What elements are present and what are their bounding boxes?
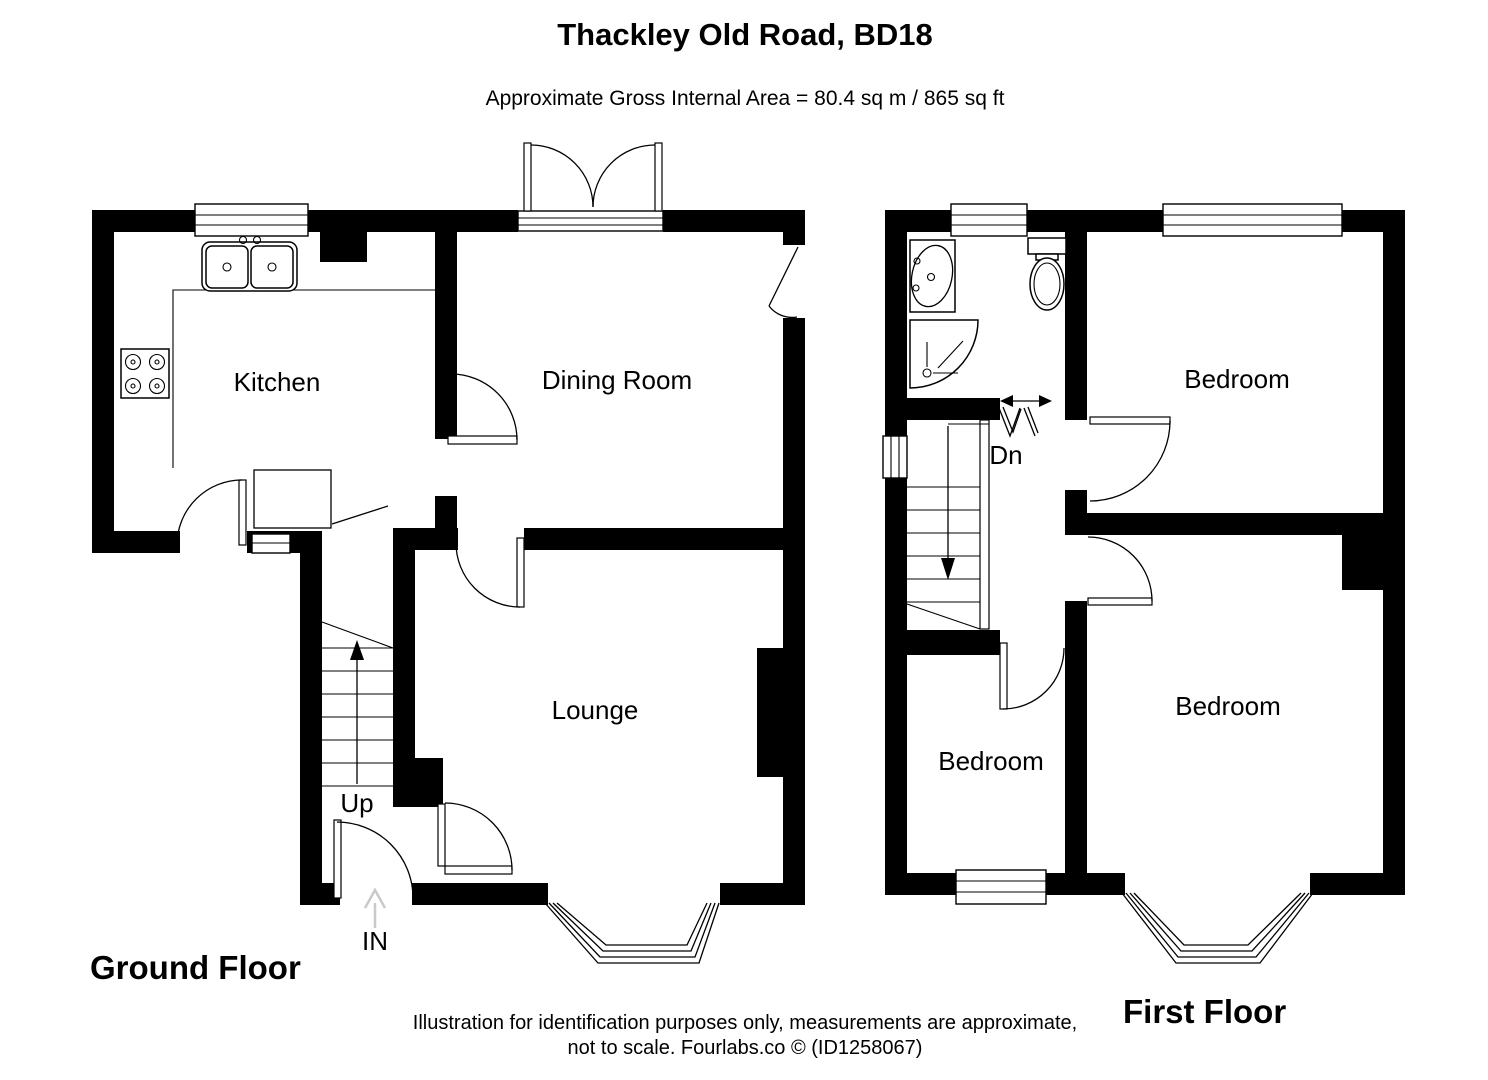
kitchen-side-window xyxy=(251,533,291,554)
cupboard xyxy=(253,469,389,529)
bedroom-small-label: Bedroom xyxy=(938,746,1044,776)
kitchen-window xyxy=(194,203,309,237)
stairs-down xyxy=(906,419,990,630)
first-floor-plan: Bedroom Dn Bedroom Bedroom First Floor xyxy=(882,203,1405,1030)
bedroom-front-label: Bedroom xyxy=(1184,364,1290,394)
bathroom-basin xyxy=(909,239,956,313)
first-floor-title: First Floor xyxy=(1123,993,1286,1030)
bifold-door xyxy=(998,395,1052,438)
dining-side-door xyxy=(768,246,799,319)
bedroom-small-window xyxy=(955,869,1047,905)
kitchen-door xyxy=(176,479,247,546)
bedroom-back-label: Bedroom xyxy=(1175,691,1281,721)
lounge-top-door xyxy=(455,537,525,608)
bedroom-bay-window xyxy=(1121,892,1314,964)
french-doors xyxy=(517,142,664,232)
kitchen-sink xyxy=(201,235,298,292)
lounge-label: Lounge xyxy=(552,695,639,725)
page-title: Thackley Old Road, BD18 xyxy=(557,17,933,52)
stairs-down-label: Dn xyxy=(989,440,1022,470)
footer-disclaimer-line2: not to scale. Fourlabs.co © (ID1258067) xyxy=(568,1037,923,1059)
bedroom-back-door xyxy=(1087,536,1153,606)
bathroom-window xyxy=(950,203,1028,237)
footer-disclaimer-line1: Illustration for identification purposes… xyxy=(413,1012,1077,1034)
stairs-up xyxy=(321,621,394,787)
hall-lounge-door xyxy=(437,802,513,875)
bedroom-front-window xyxy=(1162,203,1343,237)
ground-floor-plan: Kitchen Dining Room Lounge Up IN Ground … xyxy=(90,142,805,986)
first-floor-walls xyxy=(885,210,1405,895)
entrance-arrow-icon xyxy=(363,887,387,928)
kitchen-hob xyxy=(120,348,170,399)
dining-room-label: Dining Room xyxy=(542,365,692,395)
kitchen-counter xyxy=(172,289,437,468)
bedroom-small-door xyxy=(999,642,1065,710)
ground-floor-walls xyxy=(92,210,805,905)
up-arrow-icon xyxy=(350,640,364,784)
bedroom-front-door xyxy=(1089,416,1171,502)
down-arrow-icon xyxy=(941,426,955,580)
kitchen-dining-door xyxy=(447,373,518,445)
area-subtitle: Approximate Gross Internal Area = 80.4 s… xyxy=(486,87,1005,110)
kitchen-label: Kitchen xyxy=(234,367,321,397)
lounge-bay-window xyxy=(544,902,720,964)
landing-window xyxy=(882,435,908,479)
entrance-label: IN xyxy=(362,926,388,956)
front-door xyxy=(333,819,414,899)
ground-floor-title: Ground Floor xyxy=(90,949,301,986)
bathroom-toilet xyxy=(1027,237,1067,311)
bathroom-shower xyxy=(909,319,979,389)
stairs-up-label: Up xyxy=(340,788,373,818)
